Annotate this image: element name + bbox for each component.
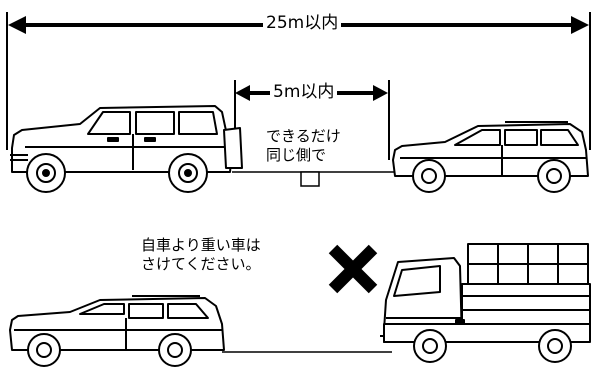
same-side-note-line2: 同じ側で — [266, 146, 327, 164]
truck-heavy-vehicle-icon — [380, 243, 591, 363]
wagon-towed-vehicle-icon — [392, 121, 589, 193]
suv-towing-vehicle-icon — [10, 105, 243, 193]
avoid-heavier-note-line2: さけてください。 — [141, 255, 261, 273]
avoid-heavier-note-line1: 自車より重い車は — [141, 236, 261, 254]
avoid-heavier-note: 自車より重い車は さけてください。 — [141, 236, 261, 274]
tow-rope-top — [232, 171, 402, 187]
overall-distance-label: 25m以内 — [263, 15, 342, 32]
same-side-note: できるだけ 同じ側で — [266, 127, 341, 165]
prohibition-x-icon — [328, 244, 378, 294]
wagon-vehicle-icon — [9, 295, 225, 367]
same-side-note-line1: できるだけ — [266, 127, 341, 145]
gap-distance-label: 5m以内 — [270, 84, 338, 101]
